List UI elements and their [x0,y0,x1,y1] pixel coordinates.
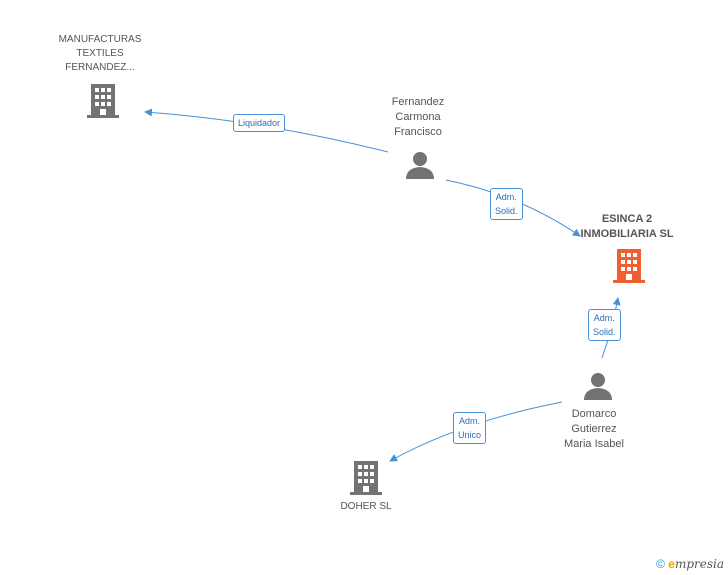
building-icon[interactable] [87,84,119,118]
node-label-domarco: Domarco Gutierrez Maria Isabel [564,408,624,450]
brand-logo-initial: e [668,557,675,571]
node-label-doher: DOHER SL [340,501,392,512]
building-icon[interactable] [613,249,645,283]
copyright-symbol: © [656,557,665,571]
person-icon[interactable] [405,150,435,180]
edge-label-adm-unico[interactable]: Adm. Unico [453,412,487,444]
building-icon[interactable] [350,461,382,495]
edge-label-adm-solid-2[interactable]: Adm. Solid. [588,309,621,341]
edge-label-adm-solid-1[interactable]: Adm. Solid. [490,188,523,220]
node-label-manufacturas: MANUFACTURAS TEXTILES FERNANDEZ... [58,34,142,73]
footer-brand: © empresia [656,557,724,571]
person-icon[interactable] [583,371,613,401]
node-label-fernandez: Fernandez Carmona Francisco [391,96,445,138]
brand-name: mpresia [674,557,724,571]
edge-label-liquidador[interactable]: Liquidador [233,114,286,132]
node-label-esinca: ESINCA 2 INMOBILIARIA SL [580,213,674,240]
